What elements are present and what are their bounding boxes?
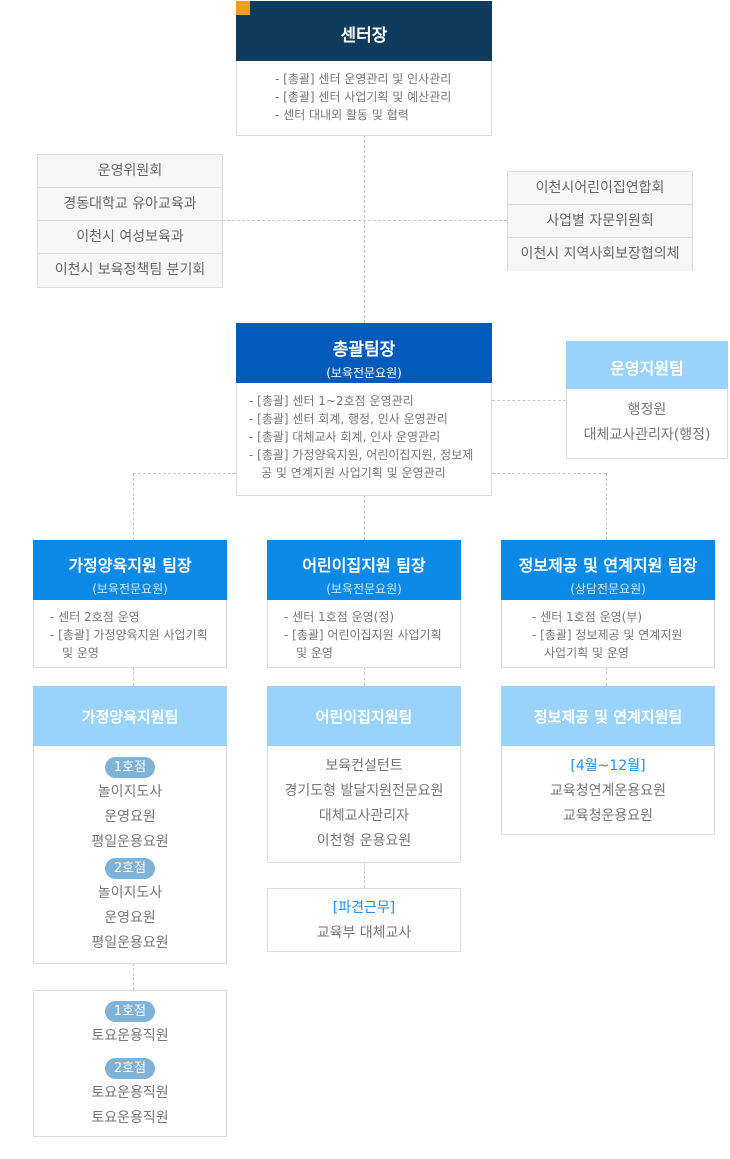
member: 행정원 — [627, 402, 667, 418]
dispatch-box: [파견근무] 교육부 대체교사 — [267, 888, 461, 952]
lead-header-daycare: 어린이집지원 팀장 (보육전문요원) — [267, 540, 461, 600]
info-team-header: 정보제공 및 연계지원팀 — [501, 686, 715, 746]
branch-badge: 2호점 — [104, 858, 156, 879]
duty-item: 센터 1호점 운영(정) — [284, 608, 450, 626]
member: 이천형 운용요원 — [316, 833, 412, 849]
committee-item: 이천시 보육정책팀 분기회 — [38, 254, 222, 287]
general-manager-title: 총괄팀장 — [332, 340, 396, 360]
connector-line — [364, 495, 365, 540]
branch-badge: 1호점 — [104, 1001, 156, 1022]
director-title: 센터장 — [340, 26, 388, 46]
duty-item: [총괄] 대체교사 회계, 인사 운영관리 — [249, 428, 481, 446]
member: 대체교사관리자 — [318, 808, 410, 824]
member: 놀이지도사 — [97, 885, 163, 901]
daycare-team-members: 보육컨설턴트 경기도형 발달지원전문요원 대체교사관리자 이천형 운용요원 — [267, 746, 461, 863]
lead-subtitle: (상담전문요원) — [570, 582, 646, 596]
lead-subtitle: (보육전문요원) — [326, 582, 402, 596]
duty-item: [총괄] 센터 사업기획 및 예산관리 — [275, 88, 491, 106]
daycare-team-header: 어린이집지원팀 — [267, 686, 461, 746]
connector-line — [133, 473, 236, 474]
right-committee-list: 이천시어린이집연합회 사업별 자문위원회 이천시 지역사회보장협의체 — [507, 171, 693, 271]
connector-line — [364, 862, 365, 888]
member: 운영요원 — [104, 910, 156, 926]
member: 교육청연계운용요원 — [550, 783, 666, 799]
lead-title: 정보제공 및 연계지원 팀장 — [518, 556, 698, 575]
duty-item: [총괄] 가정양육지원, 어린이집지원, 정보제공 및 연계지원 사업기획 및 … — [249, 446, 481, 482]
team-title: 어린이집지원팀 — [315, 708, 413, 726]
connector-line — [606, 473, 607, 540]
admin-team-header: 운영지원팀 — [566, 341, 728, 389]
member: 토요운용직원 — [91, 1085, 169, 1101]
member: 평일운용요원 — [91, 834, 169, 850]
lead-title: 어린이집지원 팀장 — [302, 556, 426, 575]
duty-item: 센터 1호점 운영(부) — [532, 608, 694, 626]
duty-item: 센터 대내외 활동 및 협력 — [275, 106, 491, 124]
connector-line — [364, 135, 365, 323]
dispatch-label: [파견근무] — [332, 900, 396, 916]
connector-line — [492, 473, 606, 474]
general-manager-subtitle: (보육전문요원) — [326, 366, 402, 380]
home-team-header: 가정양육지원팀 — [33, 686, 227, 746]
duty-item: [총괄] 가정양육지원 사업기획 및 운영 — [50, 626, 216, 662]
home-team-members: 1호점 놀이지도사 운영요원 평일운용요원 2호점 놀이지도사 운영요원 평일운… — [33, 746, 227, 964]
team-title: 정보제공 및 연계지원팀 — [533, 708, 683, 726]
connector-line — [222, 220, 507, 221]
branch-badge: 2호점 — [104, 1058, 156, 1079]
member: 대체교사관리자(행정) — [583, 427, 711, 443]
member: 토요운용직원 — [91, 1028, 169, 1044]
connector-line — [492, 400, 566, 401]
committee-item: 운영위원회 — [38, 155, 222, 188]
connector-line — [606, 667, 607, 686]
branch-badge: 1호점 — [104, 757, 156, 778]
connector-line — [133, 473, 134, 540]
committee-item: 경동대학교 유아교육과 — [38, 188, 222, 221]
duty-item: [총괄] 센터 운영관리 및 인사관리 — [275, 70, 491, 88]
director-header: 센터장 — [236, 1, 492, 61]
info-team-members: [4월~12월] 교육청연계운용요원 교육청운용요원 — [501, 746, 715, 835]
duty-item: [총괄] 어린이집지원 사업기획 및 운영 — [284, 626, 450, 662]
committee-item: 이천시어린이집연합회 — [508, 172, 692, 205]
duty-item: [총괄] 센터 회계, 행정, 인사 운영관리 — [249, 410, 481, 428]
general-manager-duties: [총괄] 센터 1~2호점 운영관리 [총괄] 센터 회계, 행정, 인사 운영… — [236, 383, 492, 496]
lead-duties-info: 센터 1호점 운영(부) [총괄] 정보제공 및 연계지원 사업기획 및 운영 — [501, 600, 715, 668]
home-weekend-members: 1호점 토요운용직원 2호점 토요운용직원 토요운용직원 — [33, 990, 227, 1137]
member: 보육컨설턴트 — [325, 758, 403, 774]
lead-duties-home: 센터 2호점 운영 [총괄] 가정양육지원 사업기획 및 운영 — [33, 600, 227, 668]
period-label: [4월~12월] — [570, 758, 646, 774]
member: 경기도형 발달지원전문요원 — [284, 783, 444, 799]
member: 운영요원 — [104, 809, 156, 825]
member: 토요운용직원 — [91, 1110, 169, 1126]
lead-title: 가정양육지원 팀장 — [68, 556, 192, 575]
duty-item: 센터 2호점 운영 — [50, 608, 216, 626]
general-manager-header: 총괄팀장 (보육전문요원) — [236, 323, 492, 383]
left-committee-list: 운영위원회 경동대학교 유아교육과 이천시 여성보육과 이천시 보육정책팀 분기… — [37, 154, 223, 288]
lead-header-info: 정보제공 및 연계지원 팀장 (상담전문요원) — [501, 540, 715, 600]
lead-duties-daycare: 센터 1호점 운영(정) [총괄] 어린이집지원 사업기획 및 운영 — [267, 600, 461, 668]
member: 교육청운용요원 — [562, 808, 654, 824]
committee-item: 이천시 여성보육과 — [38, 221, 222, 254]
accent-square — [236, 1, 250, 15]
team-title: 가정양육지원팀 — [81, 708, 179, 726]
member: 평일운용요원 — [91, 935, 169, 951]
duty-item: [총괄] 정보제공 및 연계지원 사업기획 및 운영 — [532, 626, 694, 662]
member: 놀이지도사 — [97, 784, 163, 800]
director-duties: [총괄] 센터 운영관리 및 인사관리 [총괄] 센터 사업기획 및 예산관리 … — [236, 61, 492, 136]
lead-header-home: 가정양육지원 팀장 (보육전문요원) — [33, 540, 227, 600]
connector-line — [133, 667, 134, 686]
connector-line — [133, 963, 134, 990]
duty-item: [총괄] 센터 1~2호점 운영관리 — [249, 392, 481, 410]
lead-subtitle: (보육전문요원) — [92, 582, 168, 596]
admin-team-members: 행정원 대체교사관리자(행정) — [566, 389, 728, 459]
member: 교육부 대체교사 — [316, 925, 412, 941]
committee-item: 이천시 지역사회보장협의체 — [508, 238, 692, 271]
admin-team-title: 운영지원팀 — [610, 359, 684, 378]
committee-item: 사업별 자문위원회 — [508, 205, 692, 238]
connector-line — [364, 667, 365, 686]
